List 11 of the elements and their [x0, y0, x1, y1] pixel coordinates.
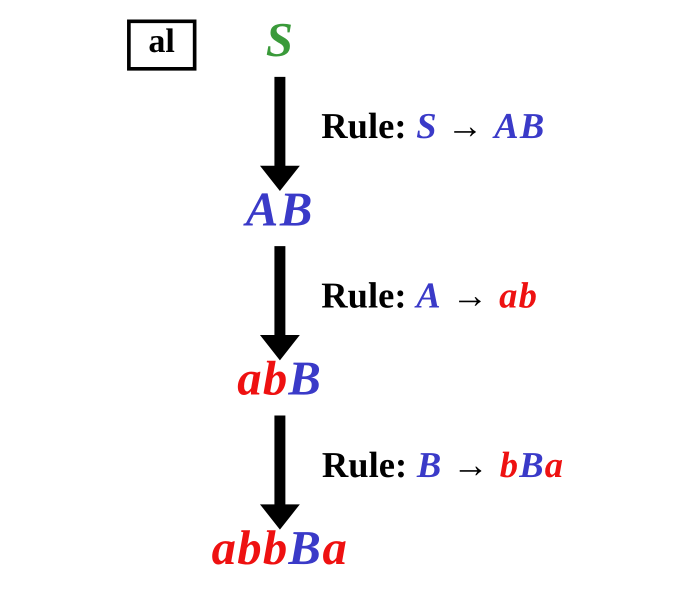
node-text: S: [266, 13, 293, 68]
arrow: [260, 415, 300, 530]
edge-label: Rule: S → AB: [321, 105, 544, 146]
edge-label: Rule: A → ab: [321, 274, 537, 316]
arrow: [260, 76, 300, 192]
arrow: [260, 246, 300, 360]
node-text: AB: [246, 182, 312, 236]
node-text: abbBa: [212, 520, 347, 575]
node-text: abB: [237, 352, 321, 406]
edge-label: Rule: B → bBa: [322, 444, 564, 485]
node-box: al: [127, 19, 196, 71]
